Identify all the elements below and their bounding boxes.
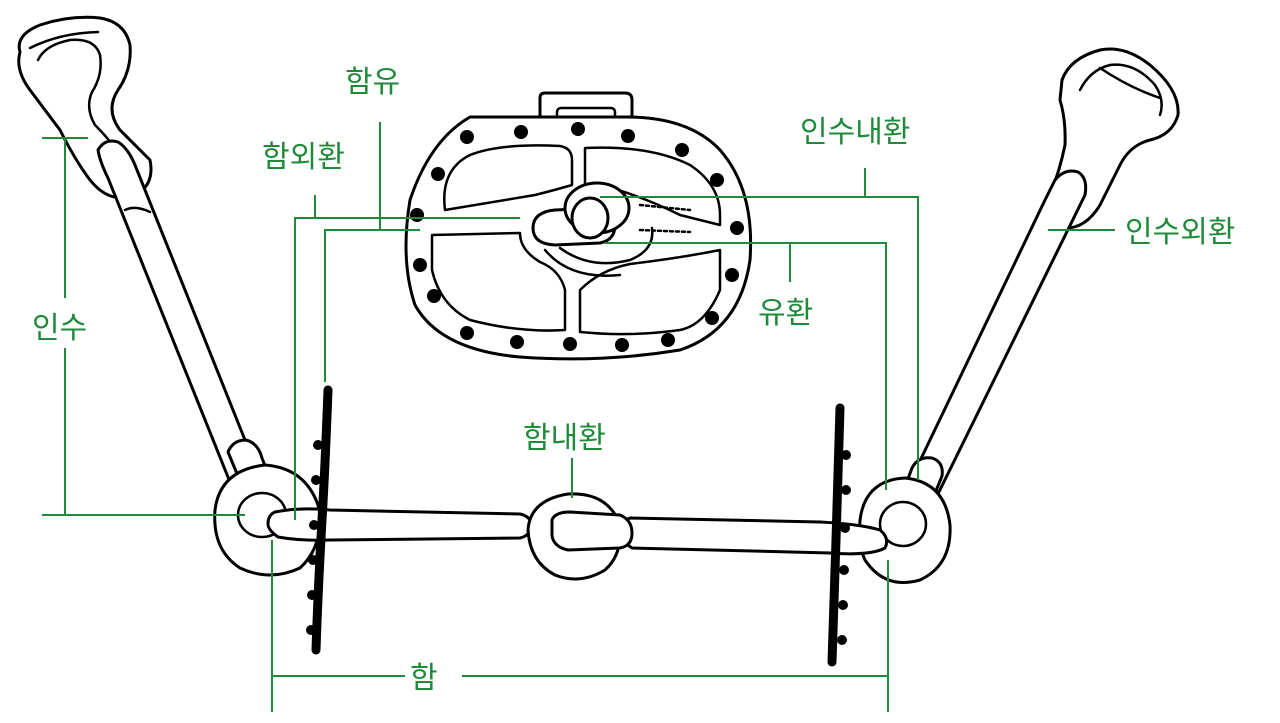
right-rein <box>895 47 1180 529</box>
mouthpiece-bar <box>266 492 889 581</box>
right-cheek-bar <box>827 403 851 667</box>
label-insu-oehwan: 인수외환 <box>1125 215 1235 250</box>
label-ham-naehwan: 함내환 <box>523 421 606 456</box>
label-yuhwan: 유환 <box>758 296 813 331</box>
label-hamoehwan: 함외환 <box>262 140 345 175</box>
left-cheek-bar <box>306 385 333 655</box>
cheekpiece-plate <box>404 91 753 361</box>
leader-lines <box>42 122 1115 712</box>
left-rein <box>17 15 280 517</box>
label-ham: 함 <box>410 661 438 696</box>
label-insu: 인수 <box>32 311 87 346</box>
label-hamyu: 함유 <box>345 65 400 100</box>
label-insu-naehwan: 인수내환 <box>800 115 910 150</box>
right-ring <box>858 476 952 584</box>
